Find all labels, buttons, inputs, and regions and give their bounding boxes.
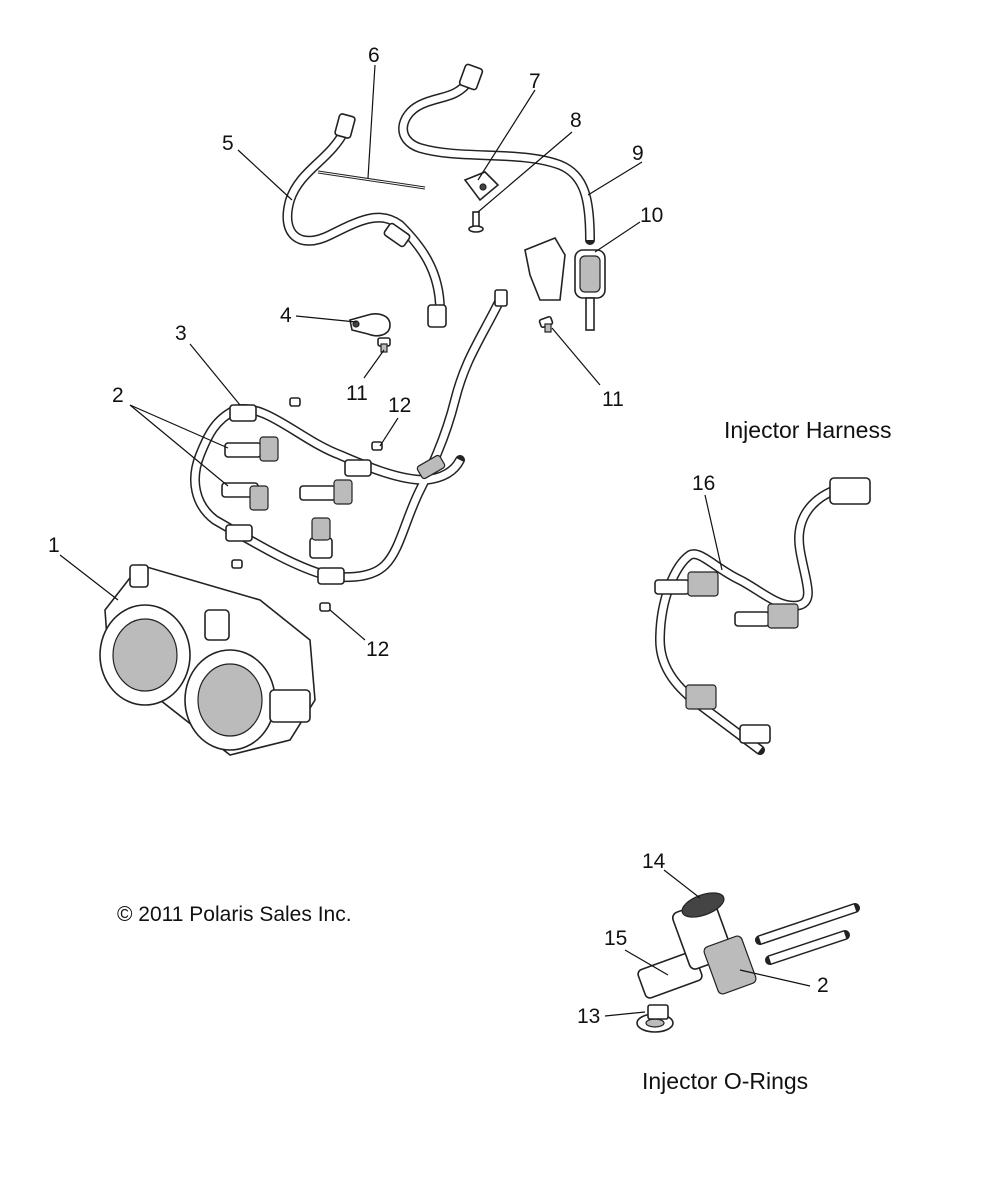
callout-11-second: 11 (602, 388, 624, 411)
injector-2-d (309, 517, 333, 559)
callout-14: 14 (642, 850, 666, 873)
screw-11-right (538, 315, 554, 333)
callout-9: 9 (632, 142, 644, 165)
screw-12-d (319, 602, 331, 612)
injector-orings-title: Injector O-Rings (642, 1068, 808, 1094)
screw-12-b (371, 441, 383, 451)
screw-12-c (231, 559, 243, 569)
callout-13: 13 (577, 1005, 600, 1028)
copyright-notice: © 2011 Polaris Sales Inc. (117, 903, 352, 926)
injector-2-a (224, 436, 279, 462)
screw-11-left (377, 337, 391, 353)
injector-2-c (299, 479, 353, 505)
push-pin-8 (468, 211, 484, 233)
leader-lines (59, 64, 811, 1017)
callout-numbers: 1 2 3 4 5 6 7 8 9 10 11 12 13 14 15 16 1… (48, 44, 829, 1028)
callout-2-detail: 2 (817, 974, 829, 997)
injector-2-b (221, 482, 269, 511)
fuel-hose-5 (282, 113, 447, 328)
callout-2: 2 (112, 384, 124, 407)
callout-12: 12 (388, 394, 411, 417)
callout-11: 11 (346, 382, 368, 405)
screw-12-a (289, 397, 301, 407)
callout-10: 10 (640, 204, 663, 227)
callout-1: 1 (48, 534, 60, 557)
callout-8: 8 (570, 109, 582, 132)
injector-harness-title: Injector Harness (724, 417, 891, 443)
throttle-body-1 (99, 564, 316, 756)
callout-7: 7 (529, 70, 541, 93)
injector-detail (636, 892, 860, 1033)
callout-3: 3 (175, 322, 187, 345)
callout-16: 16 (692, 472, 715, 495)
callout-15: 15 (604, 927, 627, 950)
injector-harness-16 (654, 477, 871, 755)
fuel-rail-3 (190, 289, 508, 585)
callout-5: 5 (222, 132, 234, 155)
cable-tie-6 (317, 170, 426, 190)
clamp-4 (349, 313, 391, 337)
fuel-hose-9 (398, 63, 595, 245)
callout-6: 6 (368, 44, 380, 67)
clip-7 (463, 171, 500, 202)
callout-4: 4 (280, 304, 292, 327)
fuel-filter-10 (524, 237, 606, 331)
callout-12-second: 12 (366, 638, 389, 661)
